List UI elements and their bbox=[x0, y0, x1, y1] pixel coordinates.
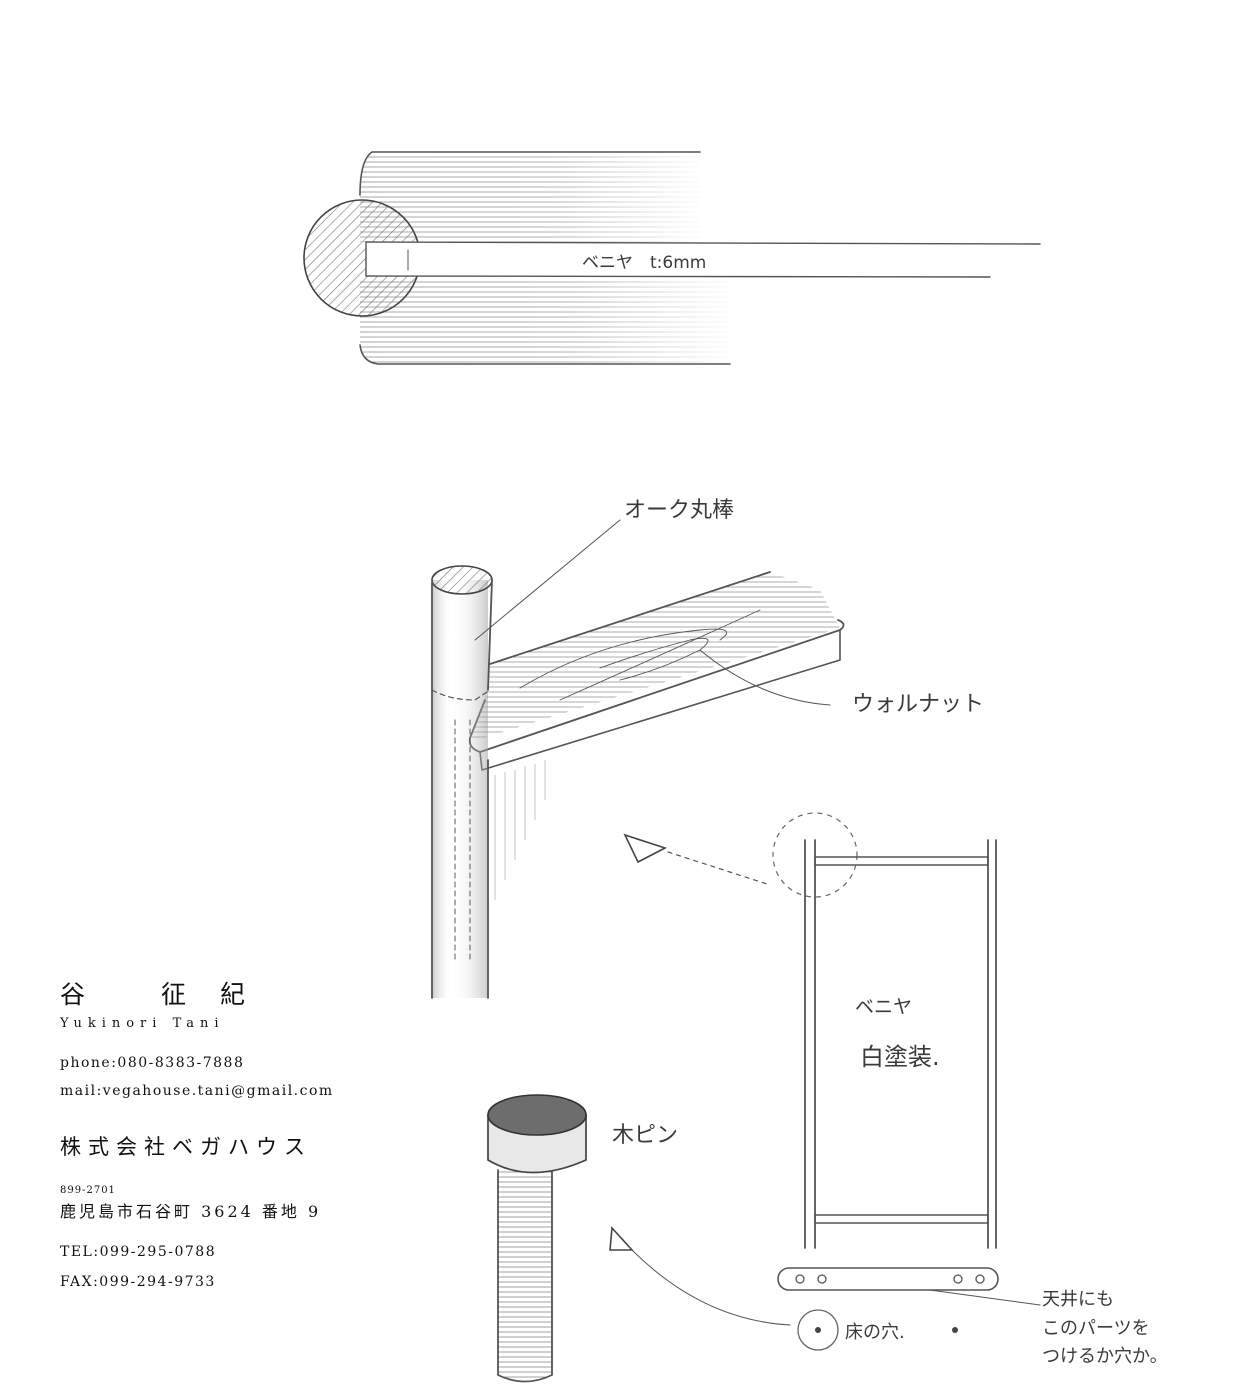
tel-number: TEL:099-295-0788 bbox=[60, 1244, 217, 1260]
email-address: mail:vegahouse.tani@gmail.com bbox=[60, 1083, 334, 1099]
fax-number: FAX:099-294-9733 bbox=[60, 1274, 216, 1290]
ceiling-note-line-2: このパーツを bbox=[1042, 1318, 1150, 1339]
walnut-label: ウォルナット bbox=[852, 692, 984, 717]
groove-detail-sketch: ベニヤ t:6mm bbox=[303, 151, 1041, 365]
rod-shelf-joint-sketch: オーク丸棒 ウォルナット bbox=[431, 498, 984, 999]
view-arrow-icon bbox=[623, 833, 668, 864]
ceiling-note-line-3: つけるか穴か。 bbox=[1042, 1346, 1168, 1367]
floor-hole-label: 床の穴. bbox=[845, 1322, 905, 1343]
ceiling-note-line-1: 天井にも bbox=[1042, 1289, 1114, 1310]
panel-finish-label: 白塗装. bbox=[860, 1043, 940, 1071]
pin-arrow-icon bbox=[609, 1226, 634, 1251]
wood-pin-label: 木ピン bbox=[612, 1123, 678, 1148]
panel-front-view-sketch: ベニヤ 白塗装. 床の穴. 天井にも このパーツを つけるか穴か。 bbox=[623, 812, 1168, 1367]
street-address: 鹿児島市石谷町 3624 番地 9 bbox=[60, 1202, 322, 1221]
person-name: 谷 征紀 bbox=[60, 980, 279, 1009]
phone-number: phone:080-8383-7888 bbox=[60, 1055, 245, 1071]
company-name: 株式会社ベガハウス bbox=[60, 1135, 312, 1159]
person-name-roman: Yukinori Tani bbox=[60, 1016, 225, 1031]
postal-code: 899-2701 bbox=[60, 1185, 116, 1196]
wood-pin-sketch: 木ピン bbox=[487, 1094, 791, 1383]
panel-material-label: ベニヤ bbox=[855, 996, 912, 1018]
plywood-thickness-label: ベニヤ t:6mm bbox=[582, 253, 706, 273]
business-card: 谷 征紀 Yukinori Tani phone:080-8383-7888 m… bbox=[60, 978, 380, 1290]
oak-rod-label: オーク丸棒 bbox=[624, 498, 734, 523]
